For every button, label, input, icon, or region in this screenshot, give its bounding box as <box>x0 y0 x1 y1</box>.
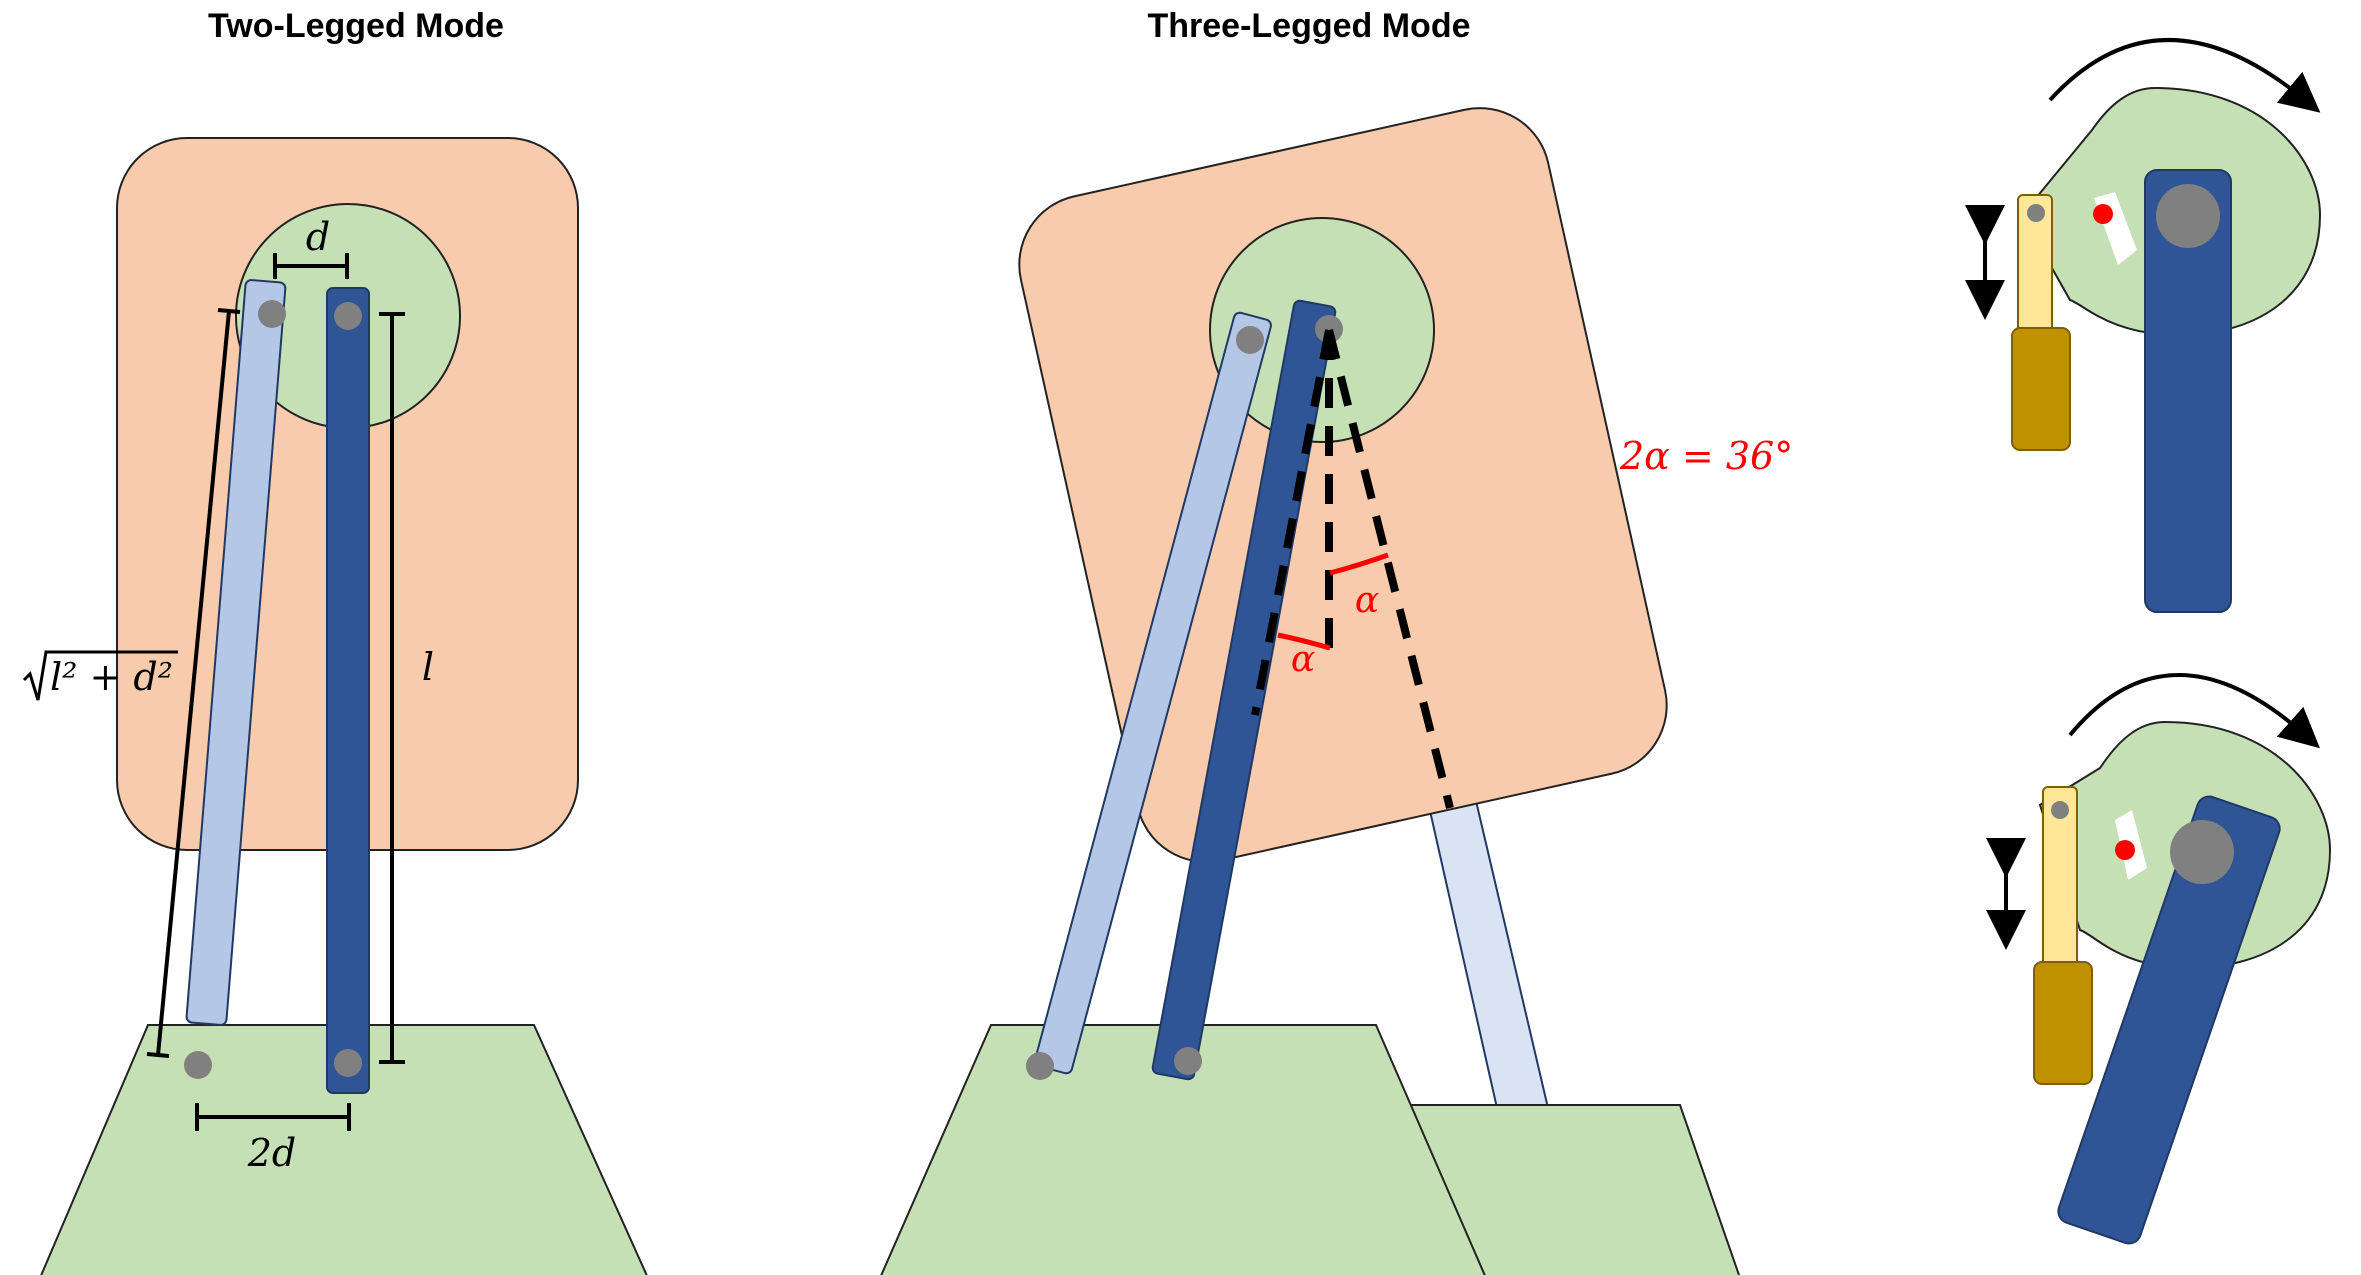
dashed-line-left <box>1251 329 1333 716</box>
pin-top-dark-tilted <box>1315 315 1343 343</box>
output-pin-top <box>2156 184 2220 248</box>
three-legged-panel: Three-Legged Mode α α 2α = 3 <box>880 7 1793 1275</box>
leg-dark-tilted <box>1151 299 1337 1081</box>
dimension-2d <box>195 1103 351 1131</box>
label-sqrt: l² + d² <box>22 650 178 701</box>
two-legged-title: Two-Legged Mode <box>208 7 504 45</box>
dimension-diagonal <box>146 308 241 1058</box>
pin-bottom-light <box>184 1051 212 1079</box>
label-l: l <box>422 645 434 689</box>
cam-follower-top <box>2093 204 2113 224</box>
leg-dark <box>326 287 370 1094</box>
pin-top-light-tilted <box>1236 326 1264 354</box>
label-2d: 2d <box>247 1131 297 1175</box>
actuator-pin-top <box>2027 204 2045 222</box>
leg-long-light <box>185 279 287 1026</box>
rotation-arrow-top <box>2048 38 2321 113</box>
label-alpha-left: α <box>1291 639 1315 680</box>
output-pin-bottom <box>2170 820 2234 884</box>
label-d: d <box>306 215 330 259</box>
actuator-body-bottom <box>2033 961 2093 1085</box>
robot-body-tilted <box>1018 107 1668 863</box>
pin-bottom-dark <box>334 1049 362 1077</box>
three-legged-title: Three-Legged Mode <box>1147 7 1470 45</box>
dashed-line-right <box>1325 329 1454 809</box>
label-alpha-right: α <box>1355 580 1379 621</box>
mechanism-top <box>1965 38 2322 613</box>
angle-arc-left <box>1277 632 1331 651</box>
ground-left <box>880 1024 1486 1275</box>
dimension-d <box>273 253 349 279</box>
rotation-arrow-bottom <box>2068 673 2320 749</box>
cam-follower-bottom <box>2115 840 2135 860</box>
pin-top-light <box>258 300 286 328</box>
mechanism-bottom <box>1986 673 2332 1245</box>
actuator-body-top <box>2011 327 2071 451</box>
angle-equation: 2α = 36° <box>1619 434 1793 478</box>
angle-arc-right <box>1329 552 1389 576</box>
dimension-l <box>379 312 405 1064</box>
actuator-pin-bottom <box>2051 801 2069 819</box>
output-leg-bottom <box>2057 795 2281 1245</box>
pin-bottom-dark-tilted <box>1174 1047 1202 1075</box>
two-legged-panel: Two-Legged Mode d 2d <box>22 7 648 1275</box>
output-leg-top <box>2144 169 2232 613</box>
ground-block <box>40 1024 648 1275</box>
pin-bottom-light-tilted <box>1026 1052 1054 1080</box>
svg-text:l² + d²: l² + d² <box>50 655 173 699</box>
pin-top-dark <box>334 302 362 330</box>
